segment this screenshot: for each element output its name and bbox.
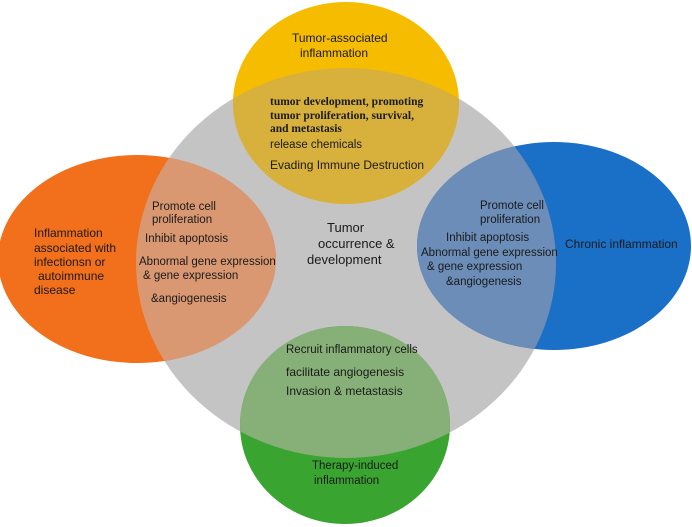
right-item-6: &angiogenesis [446, 276, 522, 288]
right-item-5: & gene expression [427, 261, 522, 273]
top-item-1: tumor development, promoting [270, 96, 423, 108]
bottom-title-line-2: inflammation [314, 475, 379, 487]
left-title-line-1: Inflammation [34, 226, 103, 240]
bottom-title-line-1: Therapy-induced [312, 460, 398, 472]
right-item-4: Abnormal gene expression [421, 247, 558, 259]
left-title-line-2: associated with [34, 241, 116, 255]
center-line-3: development [307, 252, 382, 267]
left-title-line-4: autoimmune [38, 269, 104, 283]
top-title-line-2: inflammation [300, 46, 368, 60]
left-overlap-region [136, 155, 276, 363]
bottom-item-2: facilitate angiogenesis [286, 365, 404, 379]
left-item-2: proliferation [152, 214, 212, 226]
left-title-line-5: disease [34, 283, 76, 297]
top-item-2: tumor proliferation, survival, [270, 110, 414, 122]
center-line-2: occurrence & [318, 236, 395, 251]
left-item-5: & gene expression [143, 270, 238, 282]
center-line-1: Tumor [327, 220, 365, 235]
left-item-4: Abnormal gene expression [139, 256, 276, 268]
right-item-2: proliferation [480, 214, 540, 226]
top-item-5: Evading Immune Destruction [270, 158, 424, 172]
left-item-3: Inhibit apoptosis [145, 233, 228, 245]
right-overlap-region [417, 142, 556, 350]
bottom-item-1: Recruit inflammatory cells [286, 344, 418, 356]
top-title-line-1: Tumor-associated [292, 31, 388, 45]
right-item-3: Inhibit apoptosis [446, 232, 529, 244]
top-item-4: release chemicals [270, 139, 362, 151]
left-item-6: &angiogenesis [151, 293, 227, 305]
left-title-line-3: infectionsn or [34, 255, 105, 269]
bottom-overlap-region [240, 326, 450, 458]
right-title: Chronic inflammation [565, 237, 678, 251]
left-item-1: Promote cell [152, 201, 216, 213]
center-ellipse [136, 68, 556, 458]
right-item-1: Promote cell [480, 200, 544, 212]
top-overlap-region [233, 68, 459, 204]
top-item-3: and metastasis [270, 123, 342, 135]
bottom-item-3: Invasion & metastasis [286, 384, 403, 398]
